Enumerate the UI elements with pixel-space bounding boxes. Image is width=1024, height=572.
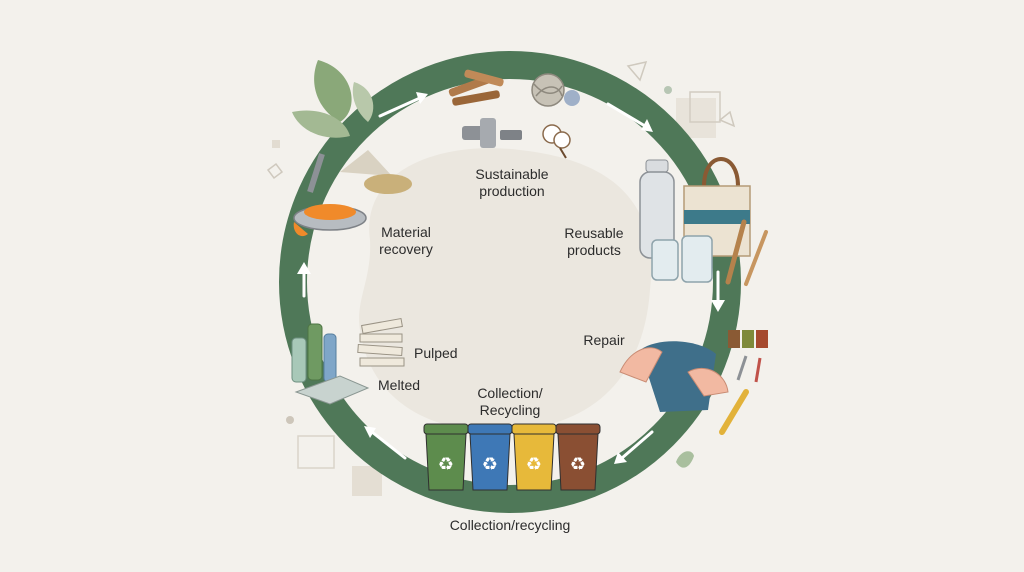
- cotton-icon: [542, 124, 571, 159]
- cycle-arrows: [297, 92, 725, 464]
- footer-label: Collection/recycling: [449, 517, 571, 533]
- arrow-bottom-right: [614, 430, 654, 464]
- recycle-icon: ♻: [482, 454, 498, 475]
- stage-label-recovery: Material recovery: [379, 224, 433, 257]
- bin-lid: [423, 423, 469, 435]
- sewing-hands-icon: [619, 341, 729, 412]
- recycling-bin: ♻: [555, 423, 601, 491]
- wooden-utensils-icon: [725, 219, 768, 286]
- arrow-top-left: [378, 92, 428, 118]
- stage-label-melted: Melted: [378, 377, 421, 393]
- recycling-bin: ♻: [467, 423, 513, 491]
- bin-lid: [467, 423, 513, 435]
- wood-logs-icon: [448, 69, 504, 106]
- thread-spools-icon: [728, 330, 768, 348]
- glass-bottles-icon: [291, 323, 370, 405]
- paper-stack-icon: [357, 318, 405, 367]
- grain-pile-icon: [340, 150, 412, 194]
- metal-parts-icon: [462, 118, 522, 148]
- arrow-top-right: [606, 102, 653, 132]
- tools-icon: [719, 355, 762, 435]
- water-bottle-icon: [639, 159, 675, 259]
- bin-lid: [555, 423, 601, 435]
- molten-metal-pot-icon: [293, 153, 367, 237]
- recycle-icon: ♻: [438, 454, 454, 475]
- recycling-bin: ♻: [511, 423, 557, 491]
- recycling-bins: ♻ ♻ ♻ ♻: [423, 423, 601, 491]
- leaves-illustration: [292, 60, 374, 138]
- stage-label-reusable: Reusable products: [564, 225, 624, 258]
- arrow-right: [711, 270, 725, 312]
- recycle-icon: ♻: [526, 454, 542, 475]
- bin-lid: [511, 423, 557, 435]
- arrow-bottom-left: [364, 426, 407, 460]
- stage-label-repair: Repair: [583, 332, 625, 348]
- glass-jar-icon: [651, 235, 713, 283]
- stage-label-collection: Collection/ Recycling: [477, 385, 543, 418]
- stage-label-pulped: Pulped: [414, 345, 458, 361]
- recycle-icon: ♻: [570, 454, 586, 475]
- inner-background-blob: [359, 148, 652, 432]
- yarn-ball-icon: [531, 73, 580, 107]
- leaf-small-icon: [676, 451, 694, 468]
- arrow-left: [297, 262, 311, 298]
- stage-label-production: Sustainable production: [475, 166, 549, 199]
- recycling-bin: ♻: [423, 423, 469, 491]
